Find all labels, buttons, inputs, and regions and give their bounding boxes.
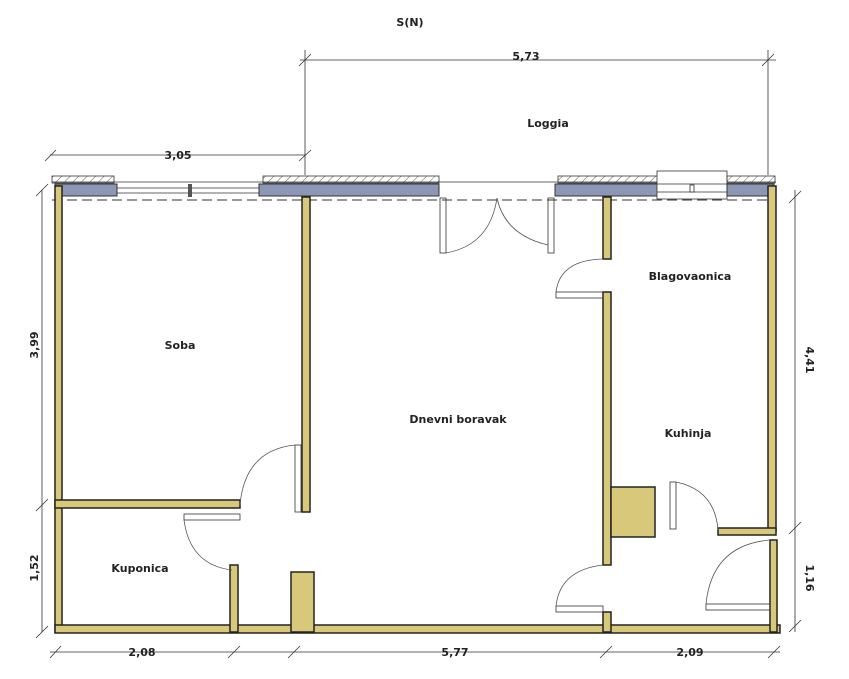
dimension-bottom-right: 2,09 bbox=[676, 646, 703, 659]
balcony-double-door bbox=[439, 197, 555, 254]
dimension-top-left-value: 3,05 bbox=[164, 149, 191, 162]
dimension-tick bbox=[767, 645, 781, 659]
door-leaf bbox=[294, 444, 302, 513]
wall-entrance-top bbox=[717, 527, 777, 536]
door-leaf bbox=[555, 605, 604, 613]
dimension-tick bbox=[49, 645, 62, 659]
dimension-tick bbox=[287, 645, 301, 659]
door-swing-arc bbox=[675, 481, 719, 531]
dimension-loggia-width: 5,73 bbox=[512, 50, 539, 63]
orientation-label: S(N) bbox=[396, 16, 423, 29]
column bbox=[290, 571, 315, 633]
door-swing-arc bbox=[555, 564, 604, 607]
dimension-bottom-middle: 5,77 bbox=[441, 646, 468, 659]
window-blagovaonica bbox=[656, 170, 728, 200]
dimension-tick bbox=[44, 149, 57, 162]
kitchen-block bbox=[610, 486, 656, 538]
glass-band bbox=[54, 183, 118, 197]
walls bbox=[54, 185, 781, 634]
dimension-tick bbox=[788, 190, 802, 204]
wall-kuhinja-stub bbox=[602, 611, 612, 633]
door-leaf bbox=[439, 197, 447, 254]
wall-right-lower bbox=[769, 539, 778, 633]
window-soba bbox=[117, 184, 262, 197]
door-soba bbox=[239, 444, 302, 513]
room-label-dnevni-boravak: Dnevni boravak bbox=[409, 413, 507, 426]
room-label-kuhinja: Kuhinja bbox=[665, 427, 712, 440]
room-label-kuponica: Kuponica bbox=[111, 562, 168, 575]
dimension-right-lower: 1,16 bbox=[803, 564, 816, 591]
wall-left bbox=[54, 185, 63, 633]
sill-hatch bbox=[726, 175, 776, 184]
dimension-left-upper: 3,99 bbox=[28, 331, 41, 358]
wall-right-upper bbox=[767, 185, 777, 532]
dimension-bottom-left: 2,08 bbox=[128, 646, 155, 659]
dimension-right-upper: 4,41 bbox=[803, 346, 816, 373]
door-swing-arc bbox=[445, 197, 498, 254]
dimension-tick bbox=[227, 645, 241, 659]
door-swing-arc bbox=[555, 258, 604, 293]
dimension-left-lower: 1,52 bbox=[28, 554, 41, 581]
room-label-soba: Soba bbox=[165, 339, 196, 352]
wall-kuponica-right bbox=[229, 564, 239, 633]
door-swing-arc bbox=[239, 444, 296, 506]
dimension-left: 3,99 1,52 bbox=[28, 183, 49, 639]
door-leaf bbox=[547, 197, 555, 254]
loggia-dimension: 5,73 bbox=[298, 50, 776, 175]
doors bbox=[183, 258, 771, 613]
door-leaf bbox=[669, 481, 677, 530]
dimension-top-left: 3,05 bbox=[44, 149, 312, 162]
sill-hatch bbox=[262, 175, 440, 184]
wall-bottom bbox=[54, 624, 781, 634]
door-entrance bbox=[705, 539, 771, 611]
dimension-tick bbox=[298, 53, 312, 67]
sill-hatch bbox=[557, 175, 659, 184]
wall-soba-dnevni bbox=[301, 196, 311, 513]
sill-hatch bbox=[51, 175, 115, 184]
dimension-tick bbox=[35, 183, 49, 197]
door-swing-arc bbox=[183, 519, 233, 571]
door-swing-arc bbox=[705, 539, 771, 605]
facade-wall bbox=[51, 170, 776, 201]
door-blagovaonica bbox=[555, 258, 604, 299]
wall-kuhinja bbox=[602, 291, 612, 566]
door-kitchen bbox=[669, 481, 719, 531]
door-leaf bbox=[705, 603, 771, 611]
dimension-tick bbox=[761, 53, 775, 67]
dimension-tick bbox=[788, 619, 802, 633]
glass-band bbox=[554, 183, 661, 197]
door-leaf bbox=[183, 513, 241, 521]
dimension-tick bbox=[788, 521, 802, 535]
door-kuponica bbox=[183, 513, 241, 571]
glass-band bbox=[258, 183, 440, 197]
wall-blagovaonica-upper bbox=[602, 196, 612, 260]
glass-band bbox=[726, 183, 775, 197]
dimension-bottom: 2,08 5,77 2,09 bbox=[49, 645, 781, 659]
room-label-loggia: Loggia bbox=[527, 117, 569, 130]
door-kuhinja-bottom bbox=[555, 564, 604, 613]
window-handle bbox=[689, 184, 695, 193]
dimension-tick bbox=[35, 498, 49, 512]
window-mullion bbox=[188, 184, 192, 197]
dimension-right: 4,41 1,16 bbox=[788, 190, 816, 633]
dimension-tick bbox=[35, 625, 49, 639]
wall-soba-bottom bbox=[54, 499, 241, 509]
dimension-tick bbox=[599, 645, 613, 659]
dimension-tick bbox=[298, 149, 312, 162]
door-leaf bbox=[555, 291, 604, 299]
door-swing-arc bbox=[496, 197, 549, 246]
room-label-blagovaonica: Blagovaonica bbox=[649, 270, 732, 283]
